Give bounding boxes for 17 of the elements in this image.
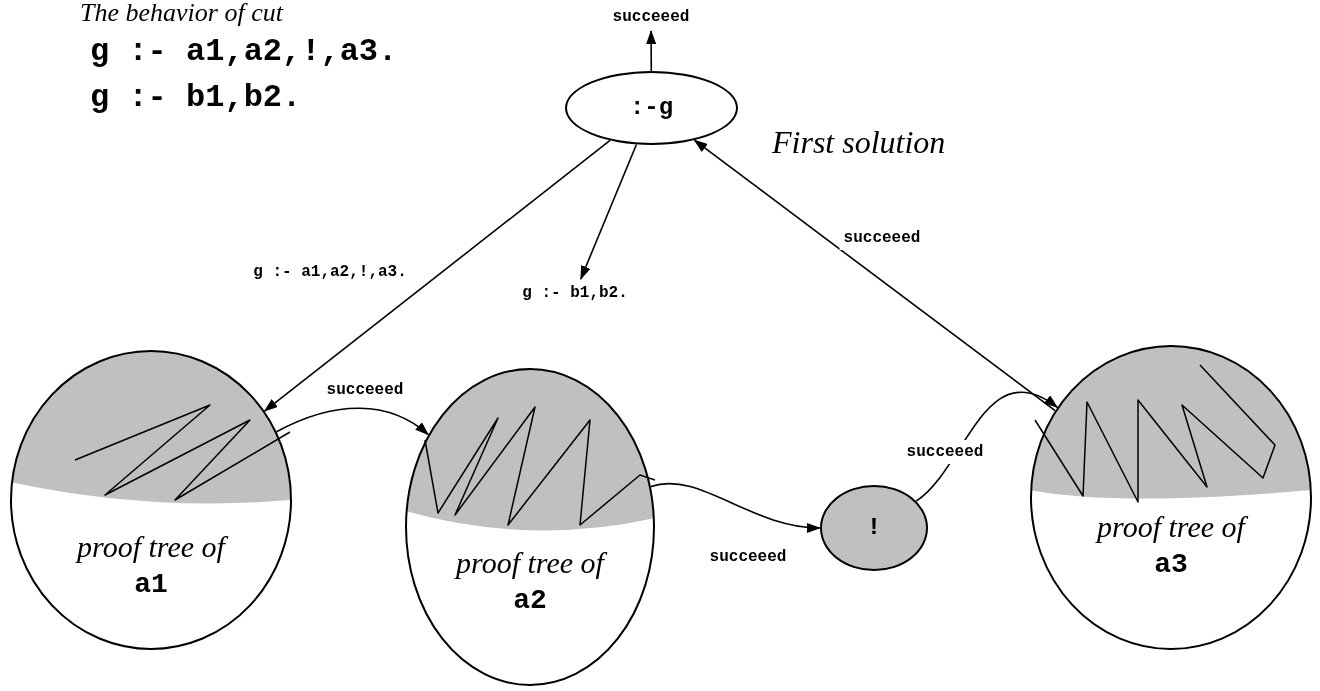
- node-text: :-g: [629, 93, 674, 123]
- arrow: [693, 139, 1056, 412]
- node-text: succeeed: [612, 7, 690, 28]
- arrow: [580, 143, 638, 280]
- proof-tree-ellipse: [10, 350, 292, 650]
- code-line: g :- b1,b2.: [90, 78, 302, 118]
- arrow: [646, 30, 657, 72]
- proof-tree-ellipse: [405, 368, 655, 686]
- diagram-title: The behavior of cut: [80, 0, 283, 26]
- node-text: g :- b1,b2.: [522, 283, 628, 304]
- arrow: [275, 407, 430, 436]
- arrow: [650, 483, 821, 533]
- proof-tree-ellipse: [1030, 345, 1312, 650]
- node-text: !: [866, 513, 882, 543]
- arrow: [263, 139, 611, 412]
- code-line: g :- a1,a2,!,a3.: [90, 32, 398, 72]
- annotation-text: First solution: [772, 123, 946, 162]
